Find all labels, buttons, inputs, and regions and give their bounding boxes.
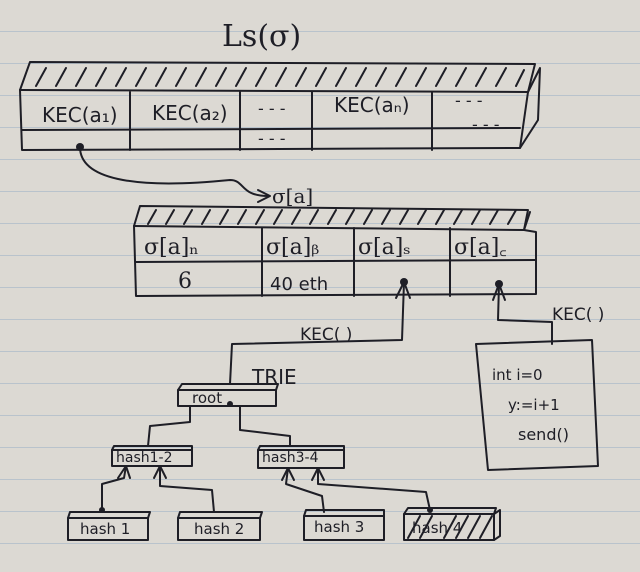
trie-node-h12 — [111, 445, 193, 467]
cell-kec-a2: KEC(a₂) — [152, 101, 228, 125]
node-hash12: hash1-2 — [116, 450, 173, 466]
field-balance: σ[a]ᵦ — [266, 235, 319, 260]
leaf-hash4: hash 4 — [412, 519, 462, 537]
value-nonce: 6 — [178, 269, 192, 294]
arrowhead-icon — [257, 189, 271, 203]
cell-ellipsis-1: - - - — [258, 99, 286, 118]
trie-leaf-4 — [403, 507, 501, 541]
leaf-hash1: hash 1 — [80, 520, 130, 538]
trie-root-node — [177, 383, 279, 407]
cell-kec-a1: KEC(a₁) — [42, 103, 118, 127]
pointer-line — [79, 146, 269, 197]
field-code: σ[a]꜀ — [454, 235, 507, 260]
title: Ls(σ) — [222, 19, 301, 54]
cell-kec-an: KEC(aₙ) — [334, 93, 410, 117]
trie-leaf-1 — [67, 511, 151, 541]
trie-label: TRIE — [251, 365, 297, 389]
trie-leaf-3 — [303, 509, 385, 541]
account-table — [133, 205, 537, 297]
field-nonce: σ[a]ₙ — [144, 235, 199, 260]
code-line-1: int i=0 — [492, 366, 543, 384]
field-storage: σ[a]ₛ — [358, 235, 411, 260]
node-hash34: hash3-4 — [262, 450, 319, 466]
code-line-3: send() — [518, 425, 569, 444]
cell-ellipsis-2: - - - — [455, 91, 483, 110]
hatching-top — [35, 67, 525, 87]
leaf-hash3: hash 3 — [314, 518, 364, 536]
trie-leaf-2 — [177, 511, 263, 541]
cell-ellipsis-4: - - - — [472, 115, 500, 134]
node-root: root — [192, 389, 222, 407]
leaf-hash2: hash 2 — [194, 520, 244, 538]
storage-arrow-icon — [395, 281, 411, 299]
code-line-2: y:=i+1 — [508, 396, 560, 414]
value-balance: 40 eth — [270, 274, 328, 295]
account-label: σ[a] — [272, 184, 313, 208]
state-array — [19, 61, 541, 151]
trie-node-h34 — [257, 445, 345, 469]
code-arrow-icon — [492, 283, 506, 301]
kec-code-label: KEC( ) — [552, 305, 604, 325]
cell-ellipsis-3: - - - — [258, 129, 286, 148]
code-box — [475, 339, 599, 471]
root-dot — [227, 401, 233, 407]
kec-storage-label: KEC( ) — [300, 325, 352, 345]
